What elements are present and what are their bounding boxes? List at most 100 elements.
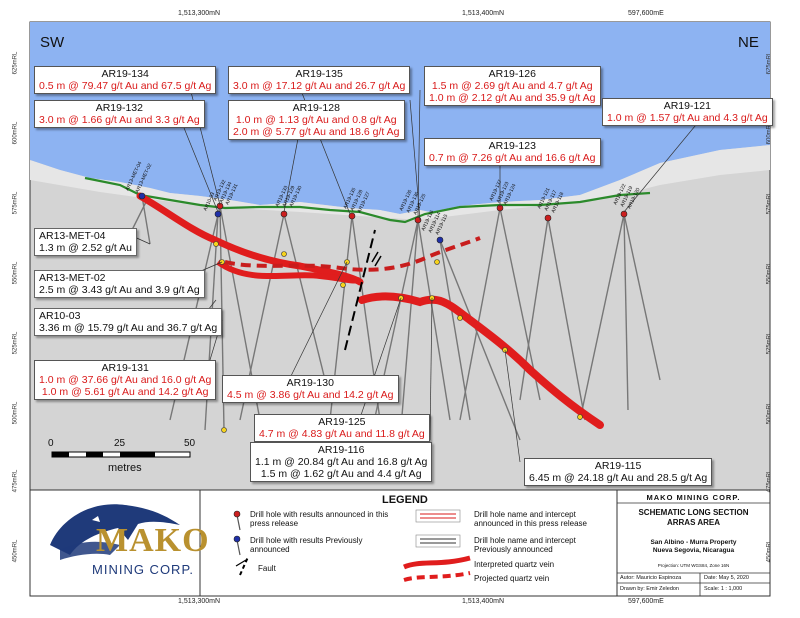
- drill-hole: [439, 239, 521, 441]
- coord-top-2: 1,513,400mN: [462, 10, 505, 17]
- elevation-label: 500mRL: [766, 401, 773, 425]
- callout-title: AR19-135: [295, 68, 343, 80]
- fault-line: [344, 229, 376, 351]
- callout-title: AR13-MET-02: [39, 272, 106, 284]
- callout-ar19-128: AR19-128 1.0 m @ 1.13 g/t Au and 0.8 g/t…: [228, 100, 405, 140]
- legend-area: [29, 489, 771, 597]
- callout-title: AR19-131: [101, 362, 149, 374]
- collar-prev: [436, 236, 444, 244]
- callout-ar10-03: AR10-03 3.36 m @ 15.79 g/t Au and 36.7 g…: [34, 308, 223, 336]
- callout-intercept: 1.1 m @ 20.84 g/t Au and 16.8 g/t Ag: [255, 456, 428, 468]
- logo-subtitle: MINING CORP.: [92, 562, 195, 577]
- legend-item-vein: Interpreted quartz vein: [474, 560, 555, 569]
- callout-title: AR19-125: [318, 416, 366, 428]
- callout-ar19-125: AR19-125 4.7 m @ 4.83 g/t Au and 11.8 g/…: [254, 414, 430, 442]
- callout-intercept: 6.45 m @ 24.18 g/t Au and 28.5 g/t Ag: [529, 472, 708, 484]
- callout-ar19-134: AR19-134 0.5 m @ 79.47 g/t Au and 67.5 g…: [34, 66, 217, 94]
- legend-item-prev-intercept: Drill hole name and intercept Previously…: [474, 536, 576, 554]
- elevation-label: 475mRL: [766, 469, 773, 493]
- title-line-2: ARRAS AREA: [666, 518, 721, 527]
- callout-intercept: 3.0 m @ 17.12 g/t Au and 26.7 g/t Ag: [233, 80, 406, 92]
- scale-unit: metres: [108, 462, 142, 474]
- title-location: Nueva Segovia, Nicaragua: [652, 547, 735, 554]
- projected-quartz-vein: [224, 236, 481, 272]
- topographic-surface: [84, 176, 651, 224]
- drill-hole: [623, 213, 661, 381]
- logo-brand: MAKO: [96, 522, 210, 559]
- callout-ar19-135: AR19-135 3.0 m @ 17.12 g/t Au and 26.7 g…: [228, 66, 411, 94]
- elevation-label: 475mRL: [12, 469, 19, 493]
- elevation-label: 550mRL: [12, 261, 19, 285]
- quartz-vein-upper: [136, 192, 364, 286]
- scale-tick-0: 0: [48, 438, 54, 449]
- callout-ar13-met-02: AR13-MET-02 2.5 m @ 3.43 g/t Au and 3.9 …: [34, 270, 205, 298]
- title-company: MAKO MINING CORP.: [646, 493, 741, 502]
- collar-new: [216, 202, 224, 210]
- direction-sw: SW: [40, 34, 65, 51]
- callout-intercept: 1.0 m @ 5.61 g/t Au and 14.2 g/t Ag: [41, 386, 209, 398]
- collars: [138, 192, 628, 244]
- coord-bottom-1: 1,513,300mN: [178, 598, 221, 605]
- collar-prev: [214, 210, 222, 218]
- collar-new: [544, 214, 552, 222]
- elevation-label: 450mRL: [12, 539, 19, 563]
- title-line-1: SCHEMATIC LONG SECTION: [638, 508, 749, 517]
- callout-intercept: 1.0 m @ 1.57 g/t Au and 4.3 g/t Ag: [607, 112, 768, 124]
- coord-bottom-2: 1,513,400mN: [462, 598, 505, 605]
- callout-ar19-121: AR19-121 1.0 m @ 1.57 g/t Au and 4.3 g/t…: [602, 98, 773, 126]
- scale-tick-50: 50: [184, 438, 196, 449]
- title-drawn: Drawn by: Emir Zeledon: [620, 586, 679, 592]
- callout-intercept: 0.7 m @ 7.26 g/t Au and 16.6 g/t Ag: [429, 152, 596, 164]
- callout-intercept: 0.5 m @ 79.47 g/t Au and 67.5 g/t Ag: [39, 80, 212, 92]
- legend-item-new-hole: Drill hole with results announced in thi…: [250, 510, 389, 528]
- legend-item-fault: Fault: [258, 564, 276, 573]
- callout-intercept: 3.0 m @ 1.66 g/t Au and 3.3 g/t Ag: [39, 114, 200, 126]
- title-scale: Scale: 1 : 1,000: [704, 586, 743, 592]
- callout-title: AR13-MET-04: [39, 230, 106, 242]
- title-property: San Albino - Murra Property: [650, 539, 737, 546]
- callout-intercept: 3.36 m @ 15.79 g/t Au and 36.7 g/t Ag: [39, 322, 218, 334]
- callout-ar19-123: AR19-123 0.7 m @ 7.26 g/t Au and 16.6 g/…: [424, 138, 601, 166]
- callout-ar19-131: AR19-131 1.0 m @ 37.66 g/t Au and 16.0 g…: [34, 360, 217, 400]
- callout-intercept: 1.5 m @ 2.69 g/t Au and 4.7 g/t Ag: [431, 80, 593, 92]
- collar-prev: [138, 192, 146, 200]
- title-date: Date: May 5, 2020: [704, 575, 749, 581]
- legend-title: LEGEND: [382, 494, 428, 506]
- callout-title: AR10-03: [39, 310, 81, 322]
- elevation-label: 600mRL: [12, 121, 19, 145]
- coord-top-1: 1,513,300mN: [178, 10, 221, 17]
- title-projection: Projection: UTM WGS84, Zone 16N: [657, 563, 730, 568]
- callout-title: AR19-126: [488, 68, 536, 80]
- callout-title: AR19-116: [317, 444, 365, 456]
- callout-title: AR19-134: [101, 68, 149, 80]
- scale-bar: [51, 451, 191, 458]
- coord-top-3: 597,600mE: [628, 10, 664, 17]
- drill-hole: [417, 219, 451, 421]
- callout-title: AR19-130: [286, 377, 334, 389]
- callout-intercept: 1.0 m @ 1.13 g/t Au and 0.8 g/t Ag: [235, 114, 397, 126]
- callout-ar13-met-04: AR13-MET-04 1.3 m @ 2.52 g/t Au: [34, 228, 137, 256]
- callout-title: AR19-132: [95, 102, 143, 114]
- callout-ar19-115: AR19-115 6.45 m @ 24.18 g/t Au and 28.5 …: [524, 458, 713, 486]
- callout-intercept: 1.5 m @ 1.62 g/t Au and 4.4 g/t Ag: [260, 468, 422, 480]
- callout-intercept: 4.7 m @ 4.83 g/t Au and 11.8 g/t Ag: [259, 428, 425, 440]
- drill-hole: [283, 213, 331, 401]
- title-author: Autor: Mauricio Espinoza: [620, 575, 682, 581]
- elevation-label: 525mRL: [12, 331, 19, 355]
- legend-item-projected-vein: Projected quartz vein: [474, 574, 550, 583]
- callout-title: AR19-128: [292, 102, 340, 114]
- callout-intercept: 1.3 m @ 2.52 g/t Au: [39, 242, 132, 254]
- drill-hole: [623, 213, 629, 411]
- elevation-label: 575mRL: [12, 191, 19, 215]
- callout-intercept: 1.0 m @ 2.12 g/t Au and 35.9 g/t Ag: [429, 92, 596, 104]
- callout-ar19-132: AR19-132 3.0 m @ 1.66 g/t Au and 3.3 g/t…: [34, 100, 205, 128]
- callout-intercept: 2.5 m @ 3.43 g/t Au and 3.9 g/t Ag: [39, 284, 200, 296]
- legend-item-prev-hole: Drill hole with results Previously annou…: [250, 536, 363, 554]
- drill-hole: [399, 219, 419, 441]
- collar-new: [348, 212, 356, 220]
- quartz-vein-lower: [358, 292, 604, 429]
- callout-title: AR19-115: [594, 460, 642, 472]
- legend-symbols: [233, 509, 471, 582]
- callout-ar19-116: AR19-116 1.1 m @ 20.84 g/t Au and 16.8 g…: [250, 442, 433, 482]
